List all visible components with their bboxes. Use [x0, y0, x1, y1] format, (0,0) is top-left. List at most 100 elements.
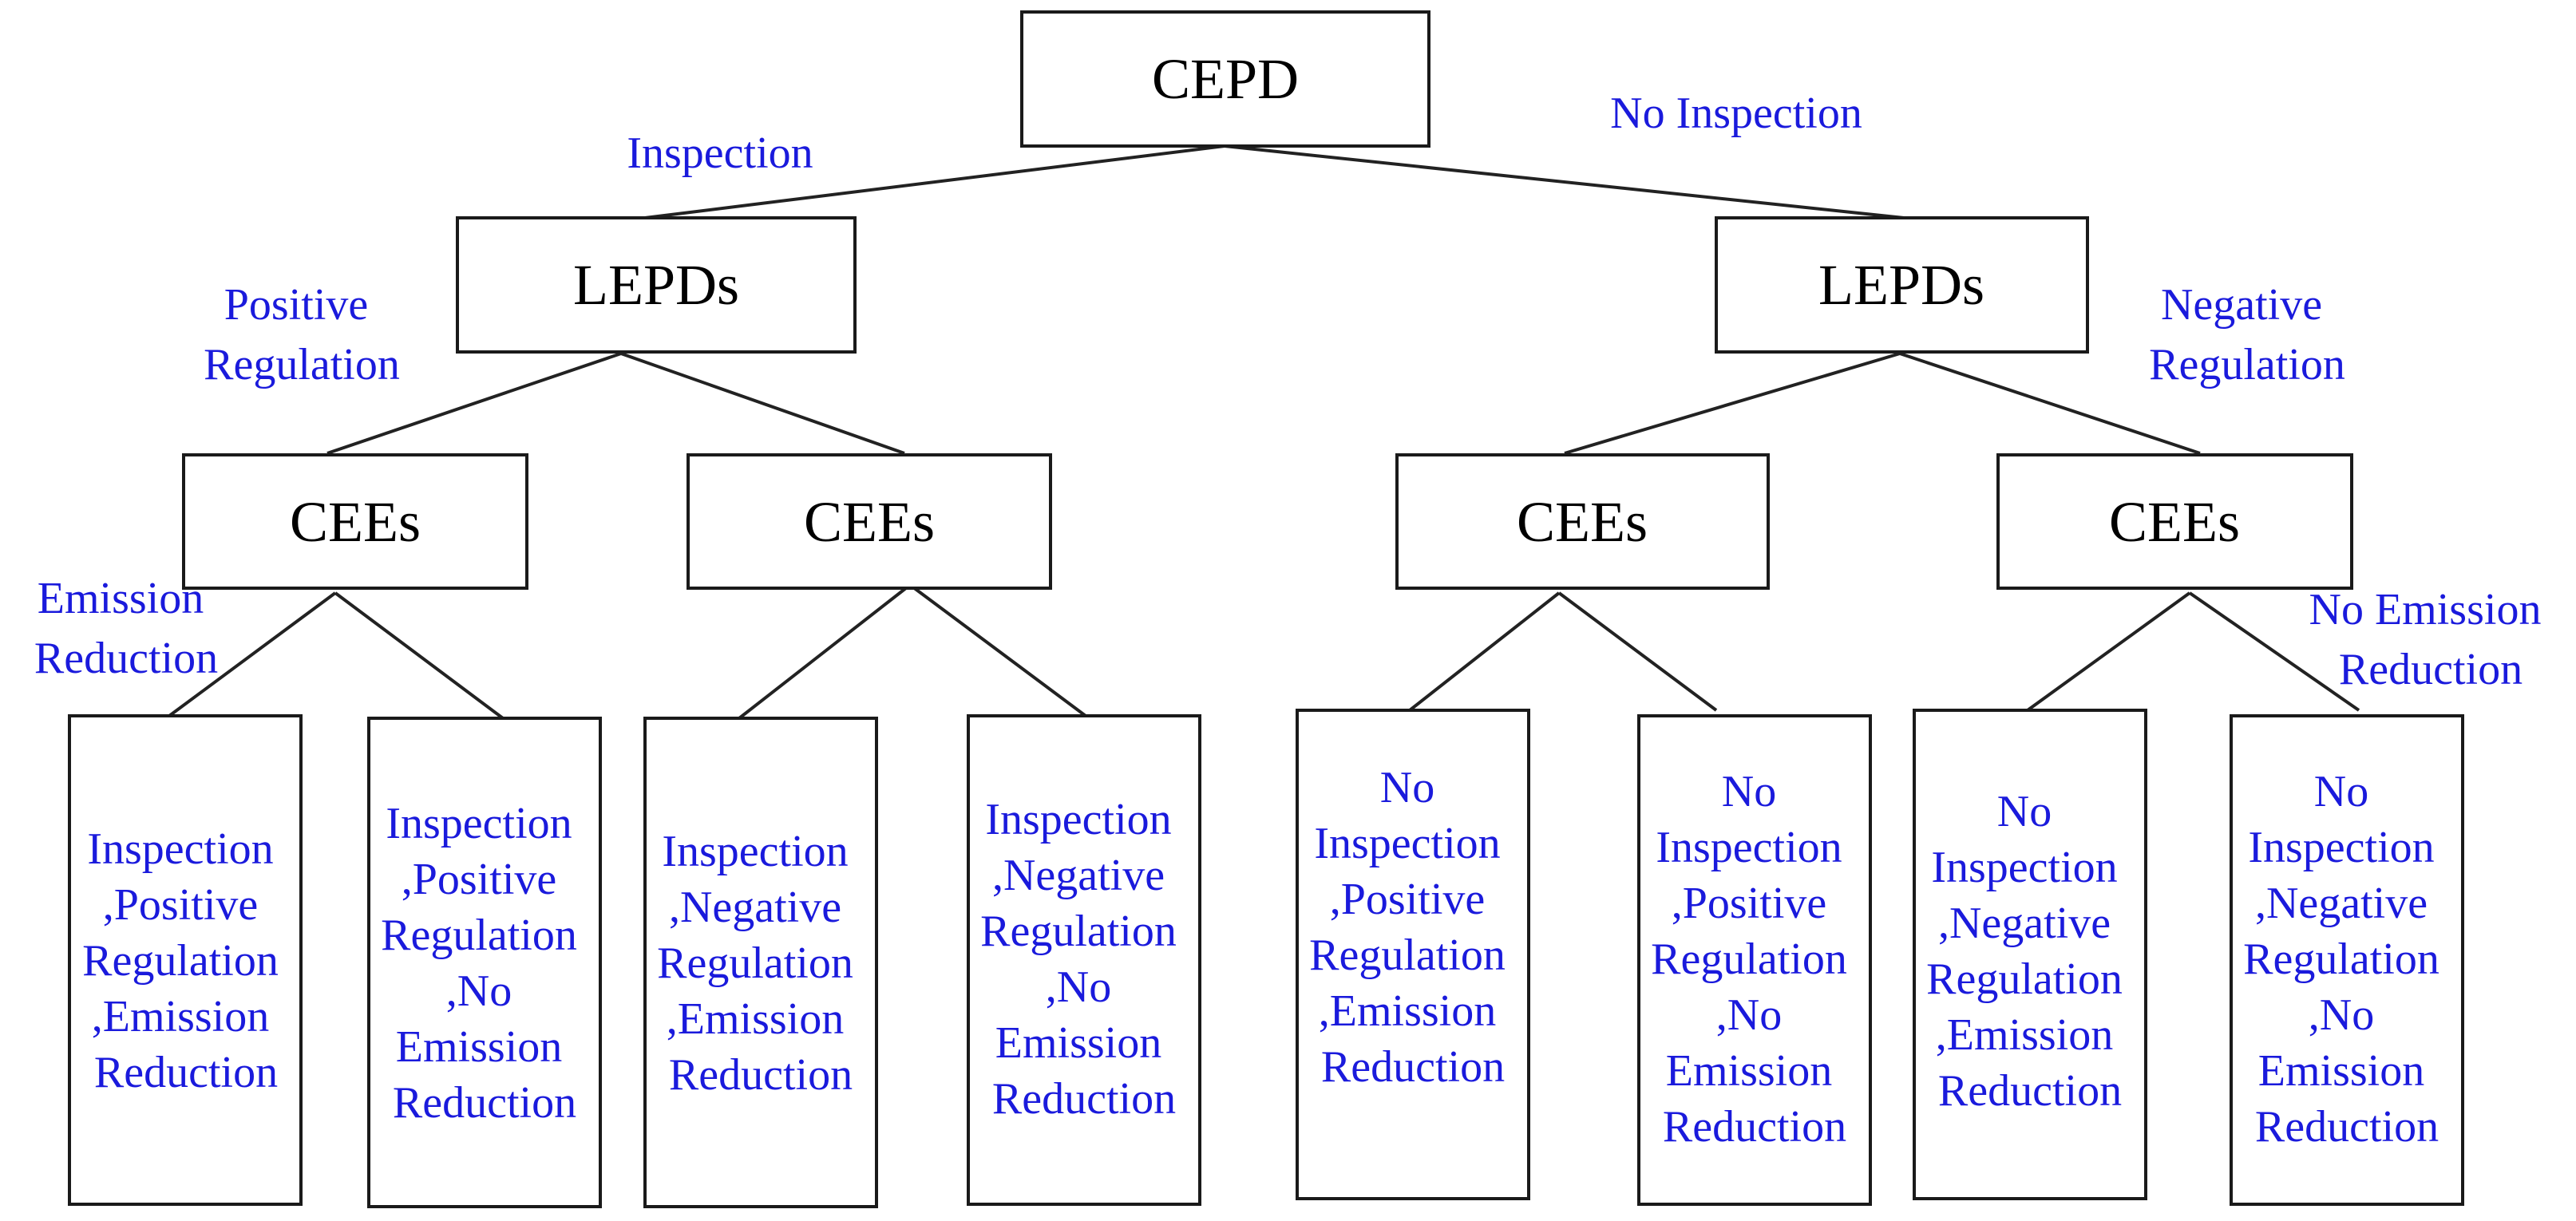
- leaf-line: ,Negative: [992, 851, 1165, 900]
- leaf-line: No: [1997, 787, 2052, 836]
- root-node-cepd: CEPD: [1020, 10, 1430, 148]
- leaf-line: Inspection: [2248, 823, 2434, 872]
- leaf-line: ,Positive: [402, 855, 556, 904]
- edge-root-left: [644, 144, 1225, 219]
- lepds-node-right-label: LEPDs: [1818, 253, 1984, 317]
- edge-cee4-leaf8: [2188, 591, 2360, 712]
- branch-labels: Inspection No Inspection Positive Regula…: [34, 89, 2542, 694]
- root-node-box: [1020, 10, 1430, 148]
- outcome-leaf-7-text: No Inspection ,Negative Regulation ,Emis…: [1926, 787, 2134, 1116]
- leaf-line: Inspection: [1656, 823, 1842, 872]
- outcome-leaf-8: No Inspection ,Negative Regulation ,No E…: [2230, 714, 2464, 1206]
- cees-node-4: CEEs: [1996, 453, 2353, 590]
- outcome-leaf-5-box: [1296, 709, 1530, 1200]
- leaf-line: Reduction: [1663, 1102, 1846, 1152]
- edge-lepd2-cee3: [1564, 352, 1901, 455]
- edge-lepd1-cee1: [326, 352, 622, 455]
- lepds-node-left-box: [456, 216, 857, 354]
- leaf-line: Reduction: [2255, 1102, 2439, 1152]
- leaf-line: ,Negative: [1938, 899, 2111, 948]
- leaf-line: Inspection: [386, 799, 572, 848]
- edge-cee3-leaf6: [1557, 591, 1718, 712]
- leaf-line: ,Positive: [1672, 879, 1826, 928]
- leaf-line: ,Positive: [1330, 875, 1485, 924]
- leaf-line: ,No: [446, 966, 512, 1016]
- outcome-leaf-3-box: [643, 717, 878, 1208]
- leaf-line: Regulation: [381, 911, 577, 960]
- leaf-line: Inspection: [87, 824, 273, 874]
- outcome-leaf-8-text: No Inspection ,Negative Regulation ,No E…: [2243, 767, 2451, 1152]
- cees-node-3: CEEs: [1395, 453, 1770, 590]
- outcome-leaf-2-box: [367, 717, 602, 1208]
- cees-node-2-label: CEEs: [804, 490, 935, 554]
- leaf-line: No: [2314, 767, 2368, 816]
- branch-label-line: Regulation: [204, 340, 400, 389]
- leaf-line: Regulation: [1926, 954, 2123, 1004]
- edge-lepd1-cee2: [620, 352, 905, 455]
- leaf-line: Regulation: [980, 907, 1177, 956]
- outcome-leaf-2-text: Inspection ,Positive Regulation ,No Emis…: [381, 799, 588, 1128]
- leaf-line: Emission: [1666, 1046, 1832, 1096]
- leaf-line: Regulation: [657, 938, 853, 988]
- leaf-line: ,No: [1716, 990, 1782, 1040]
- leaf-line: Reduction: [1938, 1066, 2122, 1116]
- branch-label-line: No Emission: [2309, 585, 2542, 634]
- edge-cee4-leaf7: [2026, 591, 2191, 712]
- leaf-line: Inspection: [1931, 843, 2117, 892]
- branch-label-no-inspection: No Inspection: [1610, 89, 1862, 138]
- lepds-node-right: LEPDs: [1715, 216, 2089, 354]
- outcome-leaf-1-text: Inspection ,Positive Regulation ,Emissio…: [82, 824, 290, 1097]
- edge-root-right: [1224, 144, 1905, 219]
- cees-node-3-box: [1395, 453, 1770, 590]
- cees-node-1: CEEs: [182, 453, 528, 590]
- outcome-leaf-4-text: Inspection ,Negative Regulation ,No Emis…: [980, 795, 1188, 1124]
- cees-node-2-box: [687, 453, 1052, 590]
- leaf-line: Emission: [2258, 1046, 2424, 1096]
- leaf-line: ,Emission: [1936, 1010, 2113, 1060]
- leaf-line: Regulation: [82, 936, 279, 986]
- leaf-line: No: [1380, 763, 1434, 812]
- tree-edges: [164, 144, 2360, 720]
- outcome-leaf-1-box: [68, 714, 303, 1206]
- leaf-line: Reduction: [1321, 1042, 1505, 1092]
- branch-label-line: Emission: [38, 574, 204, 623]
- leaf-line: Inspection: [662, 827, 848, 876]
- leaf-line: ,Negative: [669, 883, 841, 932]
- outcome-leaf-3-text: Inspection ,Negative Regulation ,Emissio…: [657, 827, 865, 1100]
- leaf-line: No: [1722, 767, 1776, 816]
- branch-label-line: Negative: [2161, 280, 2322, 330]
- leaf-line: ,Positive: [103, 880, 258, 930]
- branch-label-line: Regulation: [2149, 340, 2345, 389]
- root-node-label: CEPD: [1152, 47, 1299, 111]
- leaf-line: ,Emission: [667, 994, 844, 1044]
- branch-label-emission-reduction: Emission Reduction: [34, 574, 218, 683]
- edge-cee2-leaf4: [908, 583, 1090, 720]
- lepds-node-left: LEPDs: [456, 216, 857, 354]
- cees-node-3-label: CEEs: [1517, 490, 1648, 554]
- leaf-line: Regulation: [1309, 931, 1506, 980]
- outcome-leaf-8-box: [2230, 714, 2464, 1206]
- cees-node-4-box: [1996, 453, 2353, 590]
- edge-lepd2-cee4: [1899, 352, 2201, 455]
- leaf-line: Inspection: [1314, 819, 1500, 868]
- branch-label-line: Reduction: [34, 634, 218, 683]
- leaf-line: ,Emission: [1319, 986, 1496, 1036]
- edge-cee2-leaf3: [738, 583, 912, 720]
- leaf-line: Regulation: [2243, 935, 2439, 984]
- leaf-line: Reduction: [669, 1050, 853, 1100]
- outcome-leaf-7: No Inspection ,Negative Regulation ,Emis…: [1913, 709, 2147, 1200]
- lepds-node-left-label: LEPDs: [573, 253, 739, 317]
- lepds-node-right-box: [1715, 216, 2089, 354]
- cees-node-1-label: CEEs: [290, 490, 421, 554]
- outcome-leaf-5-text: No Inspection ,Positive Regulation ,Emis…: [1309, 763, 1517, 1092]
- outcome-leaf-6-text: No Inspection ,Positive Regulation ,No E…: [1651, 767, 1858, 1152]
- leaf-line: Reduction: [992, 1074, 1176, 1124]
- edge-cee1-leaf1: [164, 591, 337, 720]
- branch-label-inspection: Inspection: [627, 128, 813, 178]
- leaf-line: Inspection: [985, 795, 1171, 844]
- branch-label-positive-regulation: Positive Regulation: [204, 280, 400, 389]
- leaf-line: ,No: [2309, 990, 2374, 1040]
- outcome-leaf-4-box: [967, 714, 1201, 1206]
- cees-node-1-box: [182, 453, 528, 590]
